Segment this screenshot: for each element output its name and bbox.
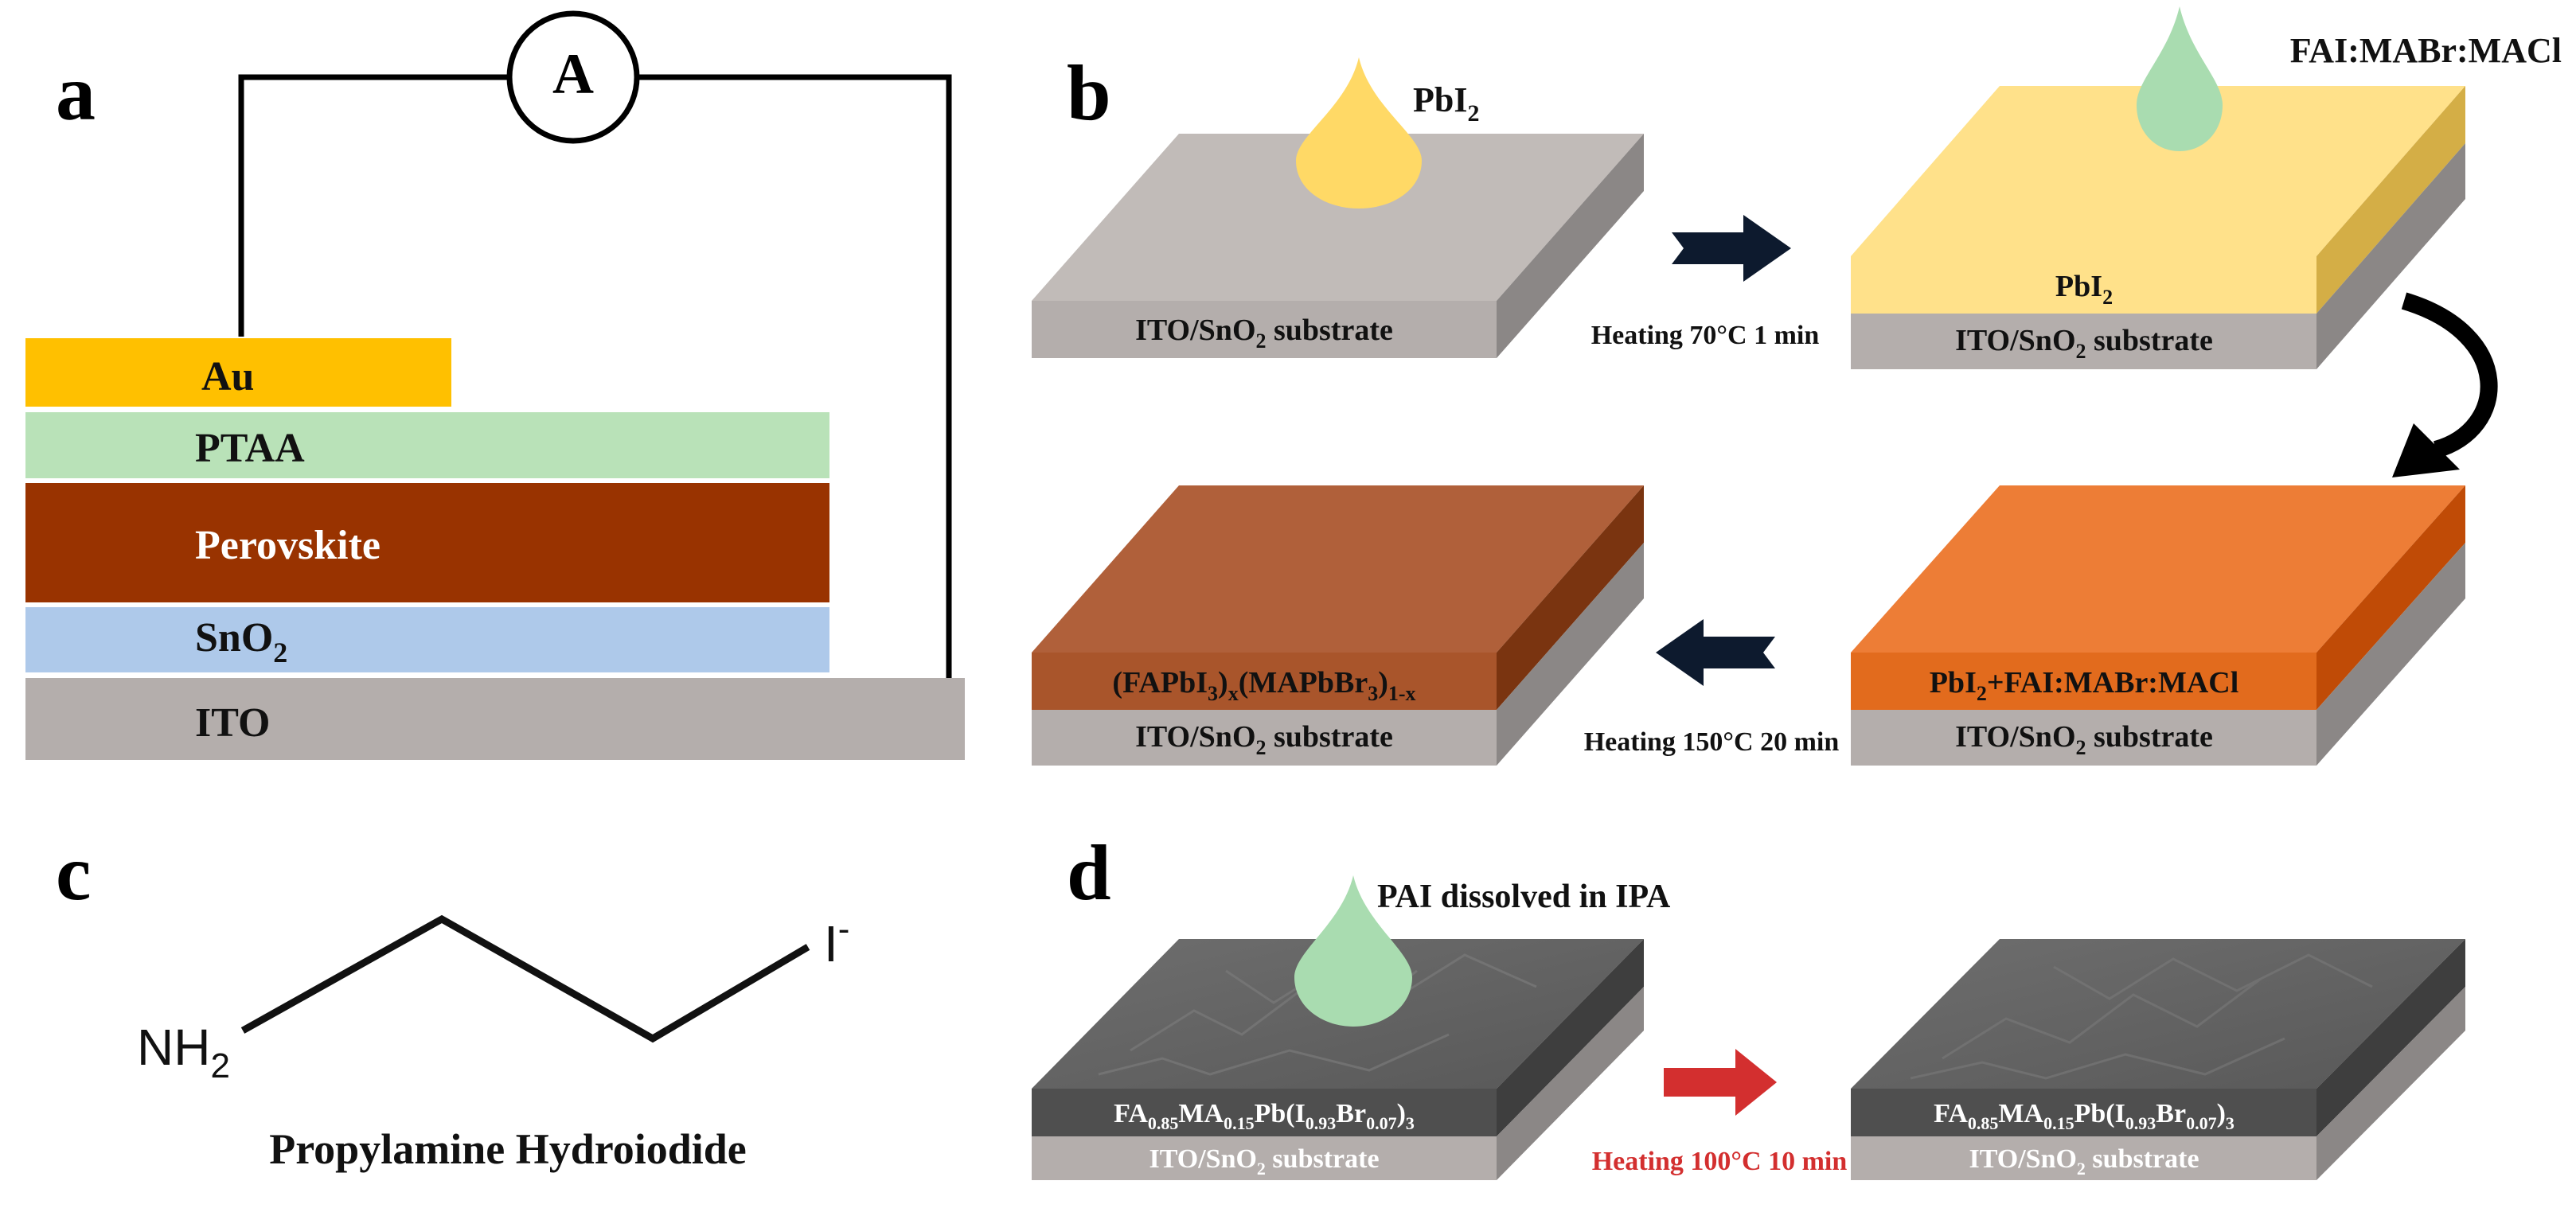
substrate-label-4: ITO/SnO2 substrate xyxy=(1955,720,2213,759)
pbi2-block: PbI2 ITO/SnO2 substrate xyxy=(1851,86,2465,369)
panel-letter-d: d xyxy=(1067,828,1111,917)
circuit-wire xyxy=(238,74,952,678)
molecule-name: Propylamine Hydroiodide xyxy=(269,1125,747,1173)
iodide-label: I- xyxy=(824,910,849,972)
panel-letter-b: b xyxy=(1067,49,1111,137)
final-block: (FAPbI3)x(MAPbBr3)1-x ITO/SnO2 substrate xyxy=(1032,485,1644,766)
ammeter-symbol: A xyxy=(506,10,640,144)
perovskite-formula-1: FA0.85MA0.15Pb(I0.93Br0.07)3 xyxy=(1114,1099,1415,1133)
perovskite-formula-2: FA0.85MA0.15Pb(I0.93Br0.07)3 xyxy=(1934,1099,2234,1133)
layer-sno2 xyxy=(25,607,829,672)
layer-perovskite-label: Perovskite xyxy=(195,523,381,568)
step1-label: Heating 70°C 1 min xyxy=(1591,321,1820,350)
layer-au-label: Au xyxy=(201,354,254,399)
fai-drop-icon xyxy=(2137,6,2223,151)
step2-label: Heating 150°C 20 min xyxy=(1584,727,1840,757)
layer-ptaa-label: PTAA xyxy=(195,426,305,471)
substrate-label-d1: ITO/SnO2 substrate xyxy=(1149,1144,1379,1179)
ammeter-label: A xyxy=(552,42,594,106)
substrate-label-3: ITO/SnO2 substrate xyxy=(1135,720,1393,759)
panel-letter-c: c xyxy=(56,828,91,917)
final-layer-label: (FAPbI3)x(MAPbBr3)1-x xyxy=(1112,666,1415,705)
layer-au xyxy=(25,338,451,407)
layer-perovskite xyxy=(25,483,829,602)
layer-ito-label: ITO xyxy=(195,700,270,746)
mix-block: PbI2+FAI:MABr:MACl ITO/SnO2 substrate xyxy=(1851,485,2465,766)
pbi2-drop-label: PbI2 xyxy=(1413,80,1479,127)
pai-drop-icon xyxy=(1294,875,1412,1027)
layer-sno2-label: SnO2 xyxy=(195,615,287,668)
panel-letter-a: a xyxy=(56,49,96,137)
arrow-right-icon xyxy=(1672,215,1791,282)
fai-drop-label: FAI:MABr:MACl xyxy=(2290,31,2562,70)
arrow-right-red-icon xyxy=(1664,1049,1777,1116)
amine-group-label: NH2 xyxy=(137,1019,230,1085)
pai-drop-label: PAI dissolved in IPA xyxy=(1377,879,1671,915)
substrate-block-1: ITO/SnO2 substrate xyxy=(1032,134,1644,358)
mix-layer-label: PbI2+FAI:MABr:MACl xyxy=(1930,666,2239,705)
substrate-label-1: ITO/SnO2 substrate xyxy=(1135,314,1393,353)
step-d-label: Heating 100°C 10 min xyxy=(1592,1147,1848,1176)
layer-ito xyxy=(25,678,965,760)
substrate-label-2: ITO/SnO2 substrate xyxy=(1955,324,2213,363)
arrow-left-icon xyxy=(1656,619,1775,686)
pbi2-drop-icon xyxy=(1296,57,1422,208)
annealed-block: FA0.85MA0.15Pb(I0.93Br0.07)3 ITO/SnO2 su… xyxy=(1851,939,2465,1180)
propyl-chain-bonds xyxy=(240,914,810,1043)
pbi2-layer-label: PbI2 xyxy=(2055,270,2113,309)
substrate-label-d2: ITO/SnO2 substrate xyxy=(1969,1144,2199,1179)
layer-ptaa xyxy=(25,412,829,478)
curved-arrow-icon xyxy=(2392,292,2498,477)
